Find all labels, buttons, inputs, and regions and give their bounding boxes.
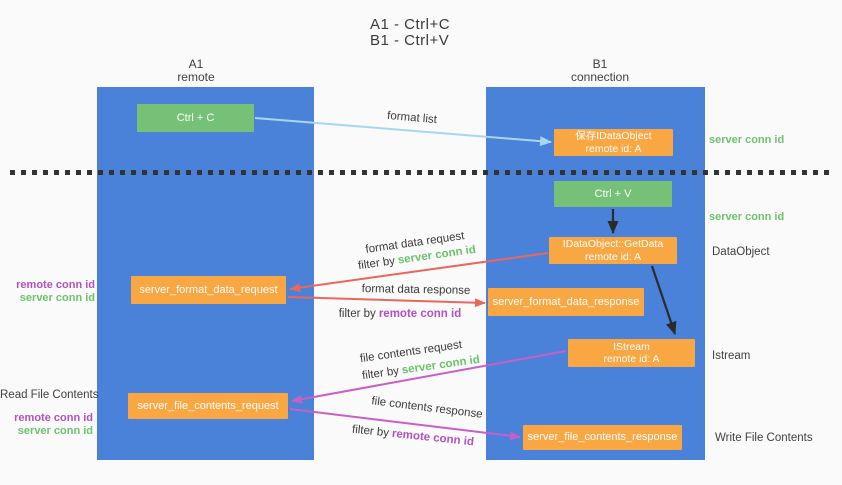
istream-line1: IStream [613,340,650,353]
ctrl-v-label: Ctrl + V [594,187,632,200]
server-conn-id-annotation-top: server conn id [709,134,785,146]
istream-line2: remote id: A [603,353,660,365]
server-conn-id-annotation-2: server conn id [17,425,93,437]
left-conn-id-stack-2: remote conn id server conn id [0,412,93,438]
remote-conn-id-text: remote conn id [378,308,462,320]
server-format-data-response-label: server_format_data_response [492,295,640,308]
server-format-data-response-box: server_format_data_response [488,288,644,316]
save-idataobject-box: 保存IDataObject remote id: A [554,129,673,156]
istream-annotation: Istream [712,350,751,362]
server-file-contents-request-label: server_file_contents_request [137,399,279,412]
filter-by-text: filter by [357,255,396,273]
save-idataobject-line1: 保存IDataObject [575,130,652,142]
title-line-1: A1 - Ctrl+C [370,16,451,33]
format-data-response-arrow [287,296,486,308]
remote-conn-id-annotation-2: remote conn id [14,412,93,424]
filter-by-text: filter by [351,423,390,440]
left-lane-role: remote [177,70,215,84]
remote-conn-id-annotation-1: remote conn id [16,279,95,291]
right-lane-role: connection [570,70,630,84]
dataobject-annotation: DataObject [712,246,770,258]
left-lane-name: A1 [188,57,204,71]
idataobject-getdata-line2: remote id: A [584,250,642,263]
file-contents-response-label: file contents response [370,395,484,421]
istream-box: IStream remote id: A [568,339,695,367]
read-file-contents-annotation: Read File Contents [0,389,99,401]
filter-by-text: filter by [361,365,400,383]
ctrl-c-box: Ctrl + C [137,104,254,132]
format-list-label: format list [386,109,438,127]
format-data-response-label: format data response [361,283,471,297]
left-conn-id-stack-1: remote conn id server conn id [0,279,95,305]
server-file-contents-response-label: server_file_contents_response [527,431,678,443]
ctrl-c-label: Ctrl + C [176,111,215,124]
right-lane-header: B1 connection [540,58,660,84]
remote-conn-id-text: remote conn id [391,427,475,449]
server-format-data-request-label: server_format_data_request [139,283,278,296]
save-idataobject-line2: remote id: A [585,142,642,155]
dotted-separator-line [10,170,834,175]
server-conn-id-annotation-1: server conn id [19,292,95,304]
left-lane-header: A1 remote [136,58,256,84]
write-file-contents-annotation: Write File Contents [715,432,813,444]
server-file-contents-request-box: server_file_contents_request [128,393,288,419]
server-file-contents-response-box: server_file_contents_response [523,425,682,450]
title-line-2: B1 - Ctrl+V [370,32,450,49]
diagram-title: A1 - Ctrl+C B1 - Ctrl+V [370,17,450,49]
right-lane-name: B1 [592,57,608,71]
idataobject-getdata-line1: IDataObject::GetData [562,238,664,250]
idataobject-getdata-box: IDataObject::GetData remote id: A [549,237,677,264]
server-format-data-request-box: server_format_data_request [131,276,286,304]
server-conn-id-annotation-mid: server conn id [709,211,785,223]
ctrl-v-box: Ctrl + V [554,181,672,207]
filter-by-text: filter by [338,308,376,320]
